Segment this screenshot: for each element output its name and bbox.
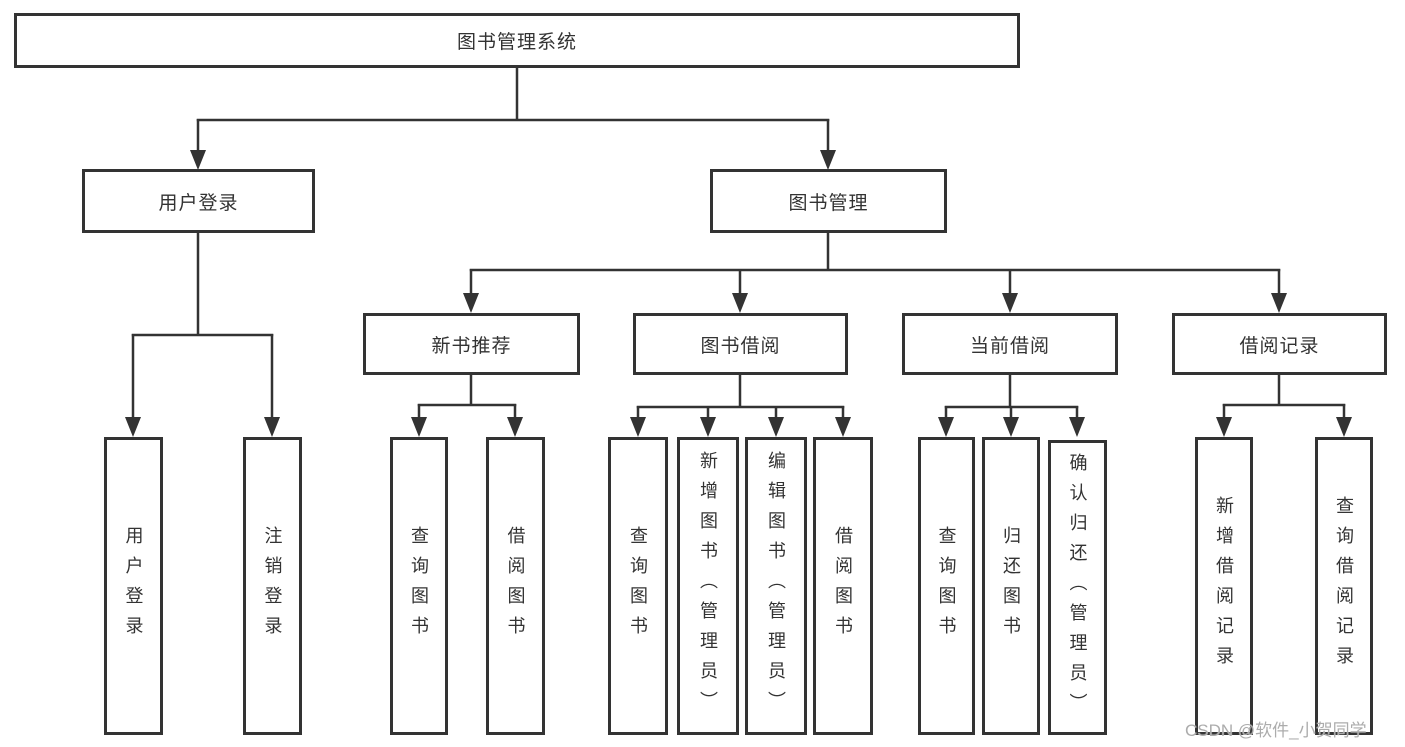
node-edit-book-admin-label: 编辑图书（管理员） xyxy=(766,451,786,721)
node-add-book-admin-label: 新增图书（管理员） xyxy=(698,451,718,721)
node-return-book: 归还图书 xyxy=(982,437,1040,735)
node-add-borrow-record-label: 新增借阅记录 xyxy=(1214,496,1234,676)
node-root: 图书管理系统 xyxy=(14,13,1020,68)
node-borrow-books-borrow-label: 借阅图书 xyxy=(833,526,853,646)
node-logout-leaf-label: 注销登录 xyxy=(262,526,283,646)
node-borrow-records: 借阅记录 xyxy=(1172,313,1387,375)
connector-book-mgmt-children xyxy=(469,233,1281,296)
node-root-label: 图书管理系统 xyxy=(456,32,577,53)
node-user-login-leaf-label: 用户登录 xyxy=(123,526,144,646)
node-confirm-return-admin: 确认归还（管理员） xyxy=(1048,440,1107,735)
node-book-borrow: 图书借阅 xyxy=(633,313,848,375)
connector-book-borrow-children xyxy=(636,375,845,420)
node-query-borrow-record: 查询借阅记录 xyxy=(1315,437,1373,735)
node-borrow-books-rec-label: 借阅图书 xyxy=(505,526,526,646)
node-logout-leaf: 注销登录 xyxy=(243,437,302,735)
node-book-mgmt: 图书管理 xyxy=(710,169,947,233)
connector-new-book-rec-children xyxy=(417,375,517,420)
connector-root-to-level2 xyxy=(196,68,830,153)
node-borrow-books-borrow: 借阅图书 xyxy=(813,437,873,735)
node-add-borrow-record: 新增借阅记录 xyxy=(1195,437,1253,735)
node-new-book-rec: 新书推荐 xyxy=(363,313,580,375)
node-current-borrow: 当前借阅 xyxy=(902,313,1118,375)
node-book-borrow-label: 图书借阅 xyxy=(700,335,781,357)
node-query-books-rec-label: 查询图书 xyxy=(409,526,429,646)
node-new-book-rec-label: 新书推荐 xyxy=(431,335,512,357)
connector-current-borrow-children xyxy=(944,375,1079,420)
node-return-book-label: 归还图书 xyxy=(1001,526,1021,646)
connector-user-login-children xyxy=(131,233,274,420)
node-current-borrow-label: 当前借阅 xyxy=(969,335,1050,357)
node-query-books-rec: 查询图书 xyxy=(390,437,448,735)
arrowheads xyxy=(125,150,1352,437)
node-query-borrow-record-label: 查询借阅记录 xyxy=(1334,496,1354,676)
node-edit-book-admin: 编辑图书（管理员） xyxy=(745,437,807,735)
node-query-books-current-label: 查询图书 xyxy=(936,526,957,646)
node-borrow-books-rec: 借阅图书 xyxy=(486,437,545,735)
node-user-login-label: 用户登录 xyxy=(158,192,239,214)
connector-borrow-records-children xyxy=(1222,375,1346,420)
node-add-book-admin: 新增图书（管理员） xyxy=(677,437,739,735)
node-query-books-borrow: 查询图书 xyxy=(608,437,668,735)
node-borrow-records-label: 借阅记录 xyxy=(1239,335,1320,357)
node-user-login-leaf: 用户登录 xyxy=(104,437,163,735)
node-confirm-return-admin-label: 确认归还（管理员） xyxy=(1067,452,1088,723)
node-query-books-borrow-label: 查询图书 xyxy=(628,526,648,646)
node-user-login: 用户登录 xyxy=(82,169,315,233)
node-query-books-current: 查询图书 xyxy=(918,437,975,735)
node-book-mgmt-label: 图书管理 xyxy=(788,192,869,214)
